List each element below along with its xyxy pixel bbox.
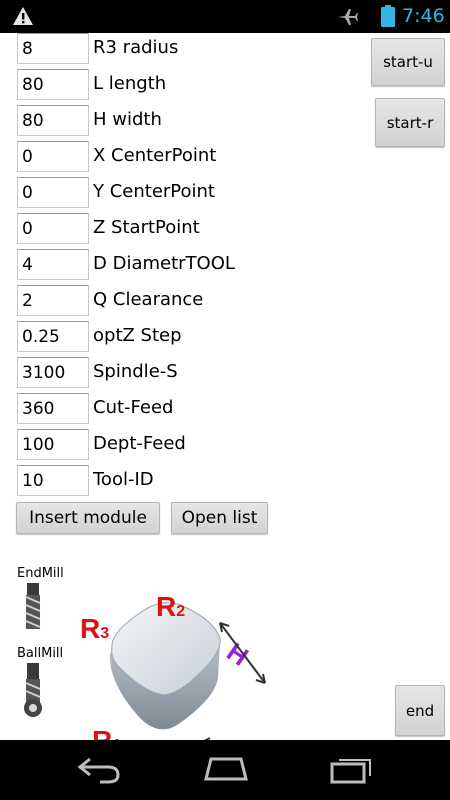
field-row-toolid: Tool-ID — [17, 465, 347, 499]
d-diameter-tool-label: D DiametrTOOL — [93, 253, 235, 274]
open-list-button[interactable]: Open list — [171, 502, 268, 534]
r3-radius-input[interactable] — [17, 33, 89, 64]
spindle-s-label: Spindle-S — [93, 361, 178, 382]
y-centerpoint-label: Y CenterPoint — [93, 181, 215, 202]
x-centerpoint-input[interactable] — [17, 141, 89, 172]
l-length-label: L length — [93, 73, 167, 94]
start-r-button[interactable]: start-r — [375, 98, 445, 147]
l-length-input[interactable] — [17, 69, 89, 100]
field-row-optz: optZ Step — [17, 321, 347, 355]
r3-radius-label: R3 radius — [93, 37, 179, 58]
field-row-z: Z StartPoint — [17, 213, 347, 247]
field-row-x: X CenterPoint — [17, 141, 347, 175]
ballmill-icon — [20, 663, 46, 723]
tool-id-label: Tool-ID — [93, 469, 154, 490]
spindle-s-input[interactable] — [17, 357, 89, 388]
dept-feed-label: Dept-Feed — [93, 433, 186, 454]
insert-module-button[interactable]: Insert module — [16, 502, 160, 534]
field-row-h: H width — [17, 105, 347, 139]
main-content: R3 radius L length H width X CenterPoint… — [0, 33, 450, 767]
optz-step-input[interactable] — [17, 321, 89, 352]
home-icon[interactable] — [203, 754, 249, 788]
r2-label: R2 — [156, 591, 186, 622]
pocket-3d-model — [100, 593, 230, 747]
q-clearance-input[interactable] — [17, 285, 89, 316]
field-row-r3: R3 radius — [17, 33, 347, 67]
field-row-spindle: Spindle-S — [17, 357, 347, 391]
clock: 7:46 — [402, 5, 445, 27]
start-u-button[interactable]: start-u — [371, 38, 445, 86]
airplane-icon — [336, 6, 358, 30]
endmill-icon — [22, 583, 44, 635]
field-row-cutfeed: Cut-Feed — [17, 393, 347, 427]
end-button[interactable]: end — [395, 685, 445, 736]
q-clearance-label: Q Clearance — [93, 289, 204, 310]
h-width-label: H width — [93, 109, 162, 130]
tool-id-input[interactable] — [17, 465, 89, 496]
navigation-bar — [0, 740, 450, 800]
battery-icon — [381, 5, 395, 31]
status-bar: 7:46 — [0, 0, 450, 33]
z-startpoint-label: Z StartPoint — [93, 217, 200, 238]
field-row-l: L length — [17, 69, 347, 103]
cut-feed-input[interactable] — [17, 393, 89, 424]
z-startpoint-input[interactable] — [17, 213, 89, 244]
r3-label: R3 — [80, 613, 110, 644]
field-row-deptfeed: Dept-Feed — [17, 429, 347, 463]
ballmill-label: BallMill — [17, 646, 64, 661]
dept-feed-input[interactable] — [17, 429, 89, 460]
warning-icon — [12, 6, 34, 30]
field-row-y: Y CenterPoint — [17, 177, 347, 211]
optz-step-label: optZ Step — [93, 325, 182, 346]
d-diameter-tool-input[interactable] — [17, 249, 89, 280]
field-row-d: D DiametrTOOL — [17, 249, 347, 283]
endmill-label: EndMill — [17, 566, 64, 581]
field-row-q: Q Clearance — [17, 285, 347, 319]
recent-apps-icon[interactable] — [330, 754, 374, 788]
x-centerpoint-label: X CenterPoint — [93, 145, 217, 166]
back-icon[interactable] — [77, 754, 122, 788]
h-width-input[interactable] — [17, 105, 89, 136]
cut-feed-label: Cut-Feed — [93, 397, 174, 418]
y-centerpoint-input[interactable] — [17, 177, 89, 208]
